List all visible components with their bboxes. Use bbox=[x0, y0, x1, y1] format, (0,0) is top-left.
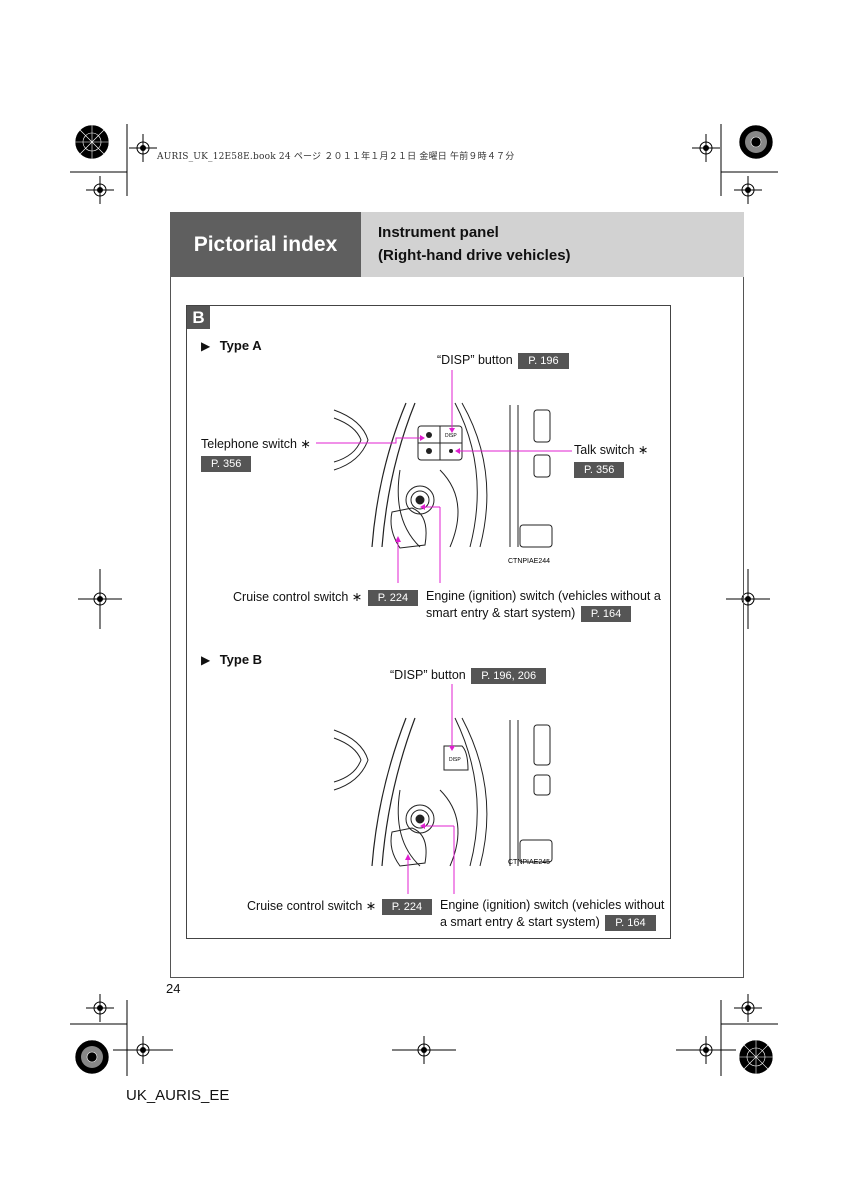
type-a-disp-label: “DISP” button bbox=[437, 353, 513, 367]
type-a-disp-callout: “DISP” button P. 196 bbox=[437, 353, 569, 369]
type-b-cruise-callout: Cruise control switch ∗ P. 224 bbox=[247, 898, 433, 915]
type-a-engine-ref[interactable]: P. 164 bbox=[580, 606, 632, 622]
type-a-cruise-ref[interactable]: P. 224 bbox=[367, 590, 419, 606]
type-a-engine-label-line2: smart entry & start system) bbox=[426, 606, 576, 620]
type-b-engine-ref[interactable]: P. 164 bbox=[605, 915, 656, 931]
page-title-line1: Instrument panel bbox=[378, 224, 499, 241]
type-b-disp-button-text: DISP bbox=[449, 757, 461, 763]
type-a-label: Type A bbox=[219, 338, 262, 353]
page-title-line2: (Right-hand drive vehicles) bbox=[378, 247, 571, 264]
type-a-image-code: CTNPIAE244 bbox=[508, 558, 550, 565]
type-a-talk-ref[interactable]: P. 356 bbox=[574, 462, 625, 478]
type-b-disp-callout: “DISP” button P. 196, 206 bbox=[390, 668, 547, 684]
section-badge: B bbox=[187, 306, 210, 329]
section-title: Pictorial index bbox=[170, 212, 361, 277]
crosshair-marks bbox=[78, 134, 770, 1064]
type-b-heading: ▶ Type B bbox=[201, 651, 262, 669]
type-b-engine-label-line2: a smart entry & start system) bbox=[440, 915, 600, 929]
type-a-disp-ref[interactable]: P. 196 bbox=[518, 353, 569, 369]
type-a-disp-button-text: DISP bbox=[445, 433, 457, 439]
type-a-talk-label: Talk switch ∗ bbox=[574, 443, 649, 457]
type-b-engine-label-line1: Engine (ignition) switch (vehicles witho… bbox=[440, 898, 665, 912]
triangle-bullet-icon: ▶ bbox=[201, 339, 211, 353]
type-b-disp-ref[interactable]: P. 196, 206 bbox=[471, 668, 547, 684]
type-b-cruise-ref[interactable]: P. 224 bbox=[381, 899, 433, 915]
type-a-heading: ▶ Type A bbox=[201, 337, 262, 355]
print-header-line: AURIS_UK_12E58E.book 24 ページ ２０１１年１月２１日 金… bbox=[157, 152, 515, 162]
type-a-engine-label-line1: Engine (ignition) switch (vehicles witho… bbox=[426, 589, 661, 603]
page-number: 24 bbox=[166, 981, 181, 996]
type-a-telephone-ref[interactable]: P. 356 bbox=[201, 456, 252, 472]
type-a-engine-callout: smart entry & start system) P. 164 bbox=[426, 606, 632, 622]
type-a-cruise-callout: Cruise control switch ∗ P. 224 bbox=[233, 589, 419, 606]
type-a-telephone-label: Telephone switch ∗ bbox=[201, 437, 311, 451]
content-box bbox=[186, 305, 671, 939]
footer-code: UK_AURIS_EE bbox=[126, 1087, 230, 1104]
type-b-engine-callout: a smart entry & start system) P. 164 bbox=[440, 915, 656, 931]
triangle-bullet-icon: ▶ bbox=[201, 653, 211, 667]
starburst-marks bbox=[74, 124, 774, 1075]
type-b-disp-label: “DISP” button bbox=[390, 668, 466, 682]
type-a-cruise-label: Cruise control switch ∗ bbox=[233, 590, 363, 604]
type-b-image-code: CTNPIAE245 bbox=[508, 859, 550, 866]
type-b-cruise-label: Cruise control switch ∗ bbox=[247, 899, 377, 913]
page-title: Instrument panel (Right-hand drive vehic… bbox=[361, 212, 744, 277]
type-b-label: Type B bbox=[219, 652, 263, 667]
page-frame bbox=[170, 277, 744, 978]
